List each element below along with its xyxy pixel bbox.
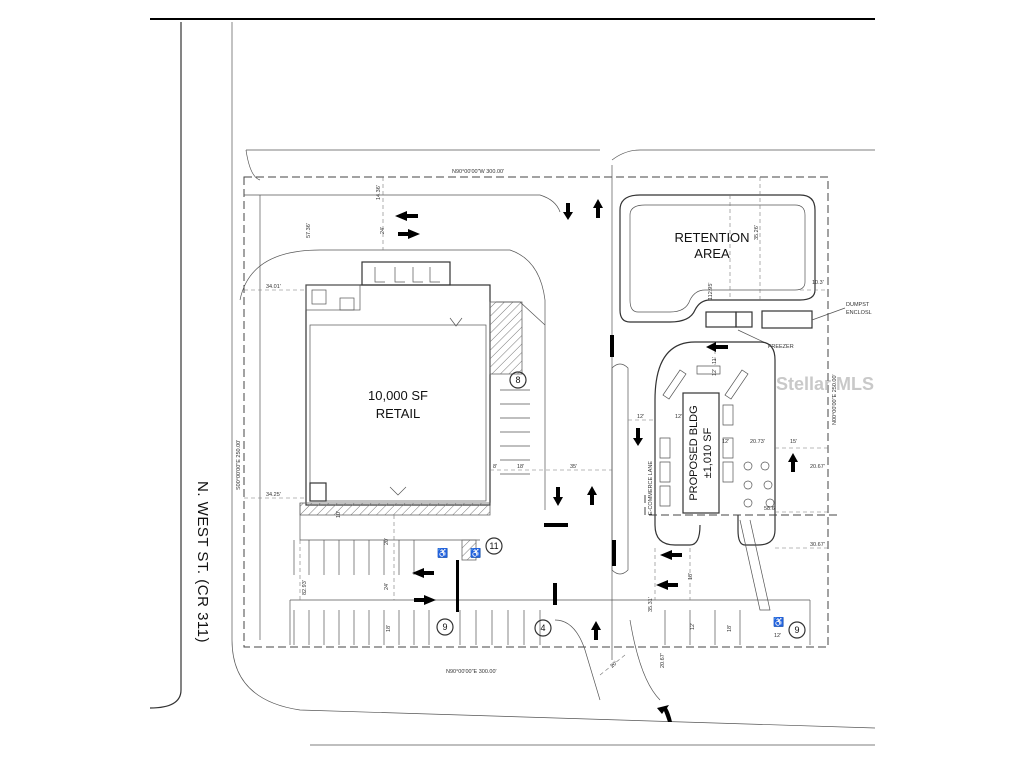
dimension-label: 112.95' xyxy=(708,283,714,300)
accessible-stall-icon: ♿ xyxy=(773,616,784,627)
dimension-label: 34.25' xyxy=(266,492,281,498)
accessible-stall-icon: ♿ xyxy=(437,547,448,558)
dumpster-label-line1: DUMPST xyxy=(846,302,870,308)
dimension-label: 34.01' xyxy=(266,284,281,290)
parking-count: 11 xyxy=(489,541,498,551)
dimension-label: 11' xyxy=(712,357,718,364)
dimension-label: 18' xyxy=(727,625,733,632)
parking-count: 8 xyxy=(515,375,520,385)
dimension-label: 35.31' xyxy=(648,597,654,612)
retention-label-line2: AREA xyxy=(694,246,730,261)
arrow-up-icon xyxy=(788,453,798,472)
parking-count: 4 xyxy=(540,623,545,633)
turn-arrow-icon xyxy=(657,705,672,722)
arrow-right-icon xyxy=(398,229,420,239)
proposed-label-line1: PROPOSED BLDG xyxy=(688,405,700,500)
dimension-label: 10.3' xyxy=(812,280,824,286)
arrow-down-icon xyxy=(633,428,643,446)
dimension-label: 14.36' xyxy=(376,185,382,200)
dimension-lines xyxy=(244,177,828,676)
retail-label-line1: 10,000 SF xyxy=(368,388,428,403)
dimension-label: 20' xyxy=(609,660,618,669)
arrow-left-icon xyxy=(395,211,418,221)
parking-count: 9 xyxy=(442,622,447,632)
dimension-label: 35.26' xyxy=(754,225,760,240)
freezer-dumpster-area: FREEZER DUMPST ENCLOSL xyxy=(705,302,872,350)
stop-bars xyxy=(456,335,616,612)
south-bearing: N90°00'00"E 300.00' xyxy=(446,669,497,675)
dimension-label: 57.36' xyxy=(306,223,312,238)
retail-label-line2: RETAIL xyxy=(376,406,421,421)
property-boundary xyxy=(243,176,829,648)
dimension-label: 12' xyxy=(722,439,729,445)
traffic-arrows xyxy=(395,199,798,722)
proposed-building: PROPOSED BLDG ±1,010 SF E-COMMERCE LANE xyxy=(611,341,840,611)
dimension-label: 15' xyxy=(790,439,797,445)
dimension-label: 24' xyxy=(384,583,390,590)
freezer-label: FREEZER xyxy=(768,344,794,350)
dimension-label: 24' xyxy=(380,227,386,234)
arrow-up-icon xyxy=(591,621,601,640)
ecommerce-lane-label: E-COMMERCE LANE xyxy=(648,461,654,515)
retention-area: RETENTION AREA xyxy=(619,194,816,323)
arrow-down-icon xyxy=(553,487,563,506)
arrow-left-icon xyxy=(660,550,682,560)
east-bearing: N00°00'00"E 250.00' xyxy=(832,374,838,425)
dimension-label: 12' xyxy=(637,414,644,420)
street-edges xyxy=(149,22,876,746)
dimension-label: 12' xyxy=(774,633,781,639)
dimension-label: 20.67' xyxy=(660,653,666,668)
arrow-up-icon xyxy=(593,199,603,218)
proposed-label-line2: ±1,010 SF xyxy=(702,427,714,478)
dimension-label: 18' xyxy=(386,625,392,632)
north-bearing: N90°00'00"W 300.00' xyxy=(452,169,504,175)
dimension-label: 8' xyxy=(493,464,497,470)
parking-stalls: ♿ ♿ ♿ xyxy=(293,389,784,645)
dimension-label: 18' xyxy=(688,573,694,580)
dimension-label: 12' xyxy=(675,414,682,420)
watermark-text: Stellar MLS xyxy=(776,374,874,394)
dimension-label: 18' xyxy=(517,464,524,470)
dimension-label: 30.67' xyxy=(810,542,825,548)
dimension-label: 58.6' xyxy=(764,506,776,512)
dimension-texts: 14.36' 57.36' 24' 34.01' 34.25' 10' 20' … xyxy=(266,185,825,669)
dimension-label: 35' xyxy=(570,464,577,470)
dimension-label: 20.67' xyxy=(810,464,825,470)
dimension-label: 82.93' xyxy=(302,580,308,595)
street-label: N. WEST ST. (CR 311) xyxy=(194,481,211,643)
west-bearing: S00°00'00"E 250.00' xyxy=(236,440,242,490)
arrow-left-icon xyxy=(412,568,434,578)
parking-count: 9 xyxy=(794,625,799,635)
dimension-label: 20' xyxy=(384,538,390,545)
dimension-label: 12' xyxy=(712,369,718,376)
dimension-label: 10' xyxy=(336,511,342,518)
arrow-right-icon xyxy=(414,595,436,605)
parking-counts: 8 11 9 4 9 xyxy=(436,371,806,639)
dimension-label: 12' xyxy=(690,623,696,630)
accessible-stall-icon: ♿ xyxy=(470,547,481,558)
bearing-labels: N90°00'00"W 300.00' N90°00'00"E 300.00' … xyxy=(236,169,838,675)
arrow-up-icon xyxy=(587,486,597,505)
retention-label-line1: RETENTION xyxy=(674,230,749,245)
arrow-left-icon xyxy=(706,342,728,352)
arrow-left-icon xyxy=(656,580,678,590)
dumpster-label-line2: ENCLOSL xyxy=(846,310,872,316)
retail-building: 10,000 SF RETAIL xyxy=(299,261,546,516)
arrow-down-icon xyxy=(563,203,573,220)
dimension-label: 20.73' xyxy=(750,439,765,445)
